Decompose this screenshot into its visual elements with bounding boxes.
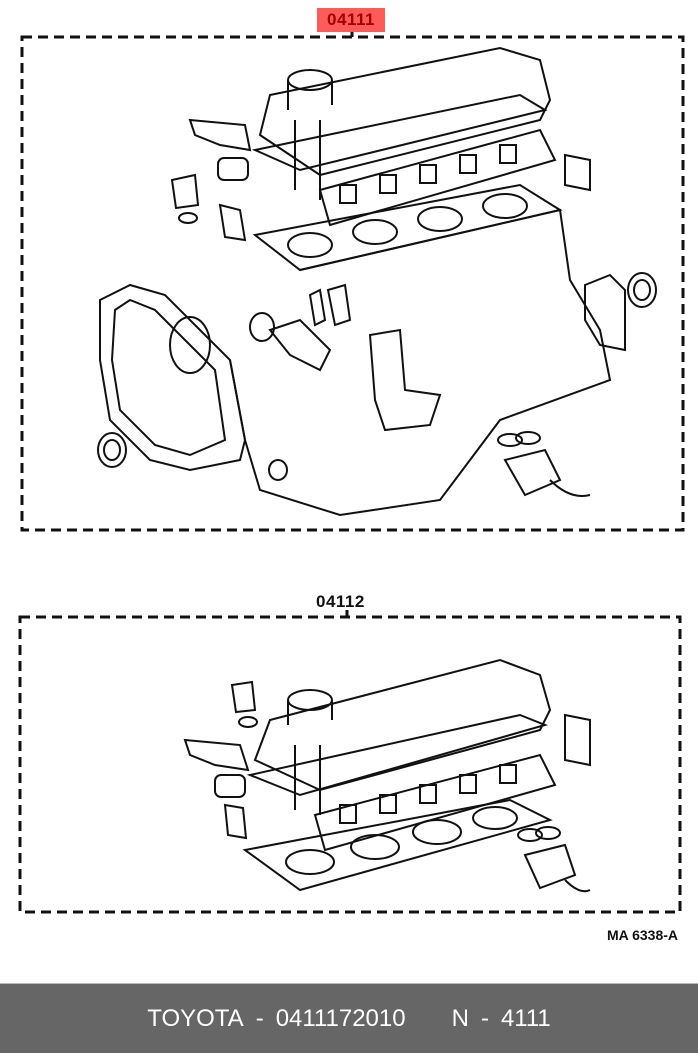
thermostat-housing (183, 738, 250, 772)
part-number-label-04112[interactable]: 04112 (316, 592, 365, 611)
water-outlet (268, 318, 332, 372)
valve-cover-gasket (246, 713, 549, 797)
head-gasket (242, 798, 553, 892)
cylinder-bores (287, 193, 528, 258)
illustration-code: MA 6338-A (606, 927, 678, 943)
valve-cover (253, 658, 552, 792)
rear-oil-seal (627, 272, 657, 308)
ref-prefix: N (451, 1004, 469, 1032)
engine-block (229, 208, 612, 517)
water-pump-gasket (169, 316, 211, 374)
bypass-hose (170, 173, 200, 210)
manifold-ports (339, 144, 517, 204)
part-number: 0411172010 (275, 1004, 406, 1032)
separator: - (255, 1004, 264, 1032)
full-engine-gasket-illustration (97, 46, 657, 517)
thermostat-housing (188, 118, 252, 152)
timing-cover-gasket (99, 283, 247, 472)
rear-seal-retainer-gasket (584, 273, 626, 352)
exhaust-flange-gasket (564, 153, 591, 192)
part-number-label-04111[interactable]: 04111 (317, 8, 385, 32)
thermostat-gasket (217, 157, 249, 181)
set-04112-frame (18, 615, 682, 914)
set-04111-frame (20, 35, 685, 532)
intake-manifold-gasket (318, 128, 557, 227)
valve-cover-gasket (251, 93, 548, 172)
valve-stem-seals (497, 431, 591, 497)
separator: - (480, 1004, 489, 1032)
valve-cover (258, 46, 552, 177)
ref-number: 4111 (500, 1004, 551, 1032)
brand-name: TOYOTA (147, 1004, 244, 1032)
oil-filter-bracket (368, 328, 442, 432)
side-gasket (218, 203, 247, 242)
head-gasket-set-illustration (183, 658, 591, 893)
footer-bar: TOYOTA - 0411172010 N - 4111 (0, 983, 698, 1053)
front-oil-seal (97, 432, 127, 468)
parts-diagram (18, 30, 685, 914)
head-gasket (252, 183, 563, 272)
